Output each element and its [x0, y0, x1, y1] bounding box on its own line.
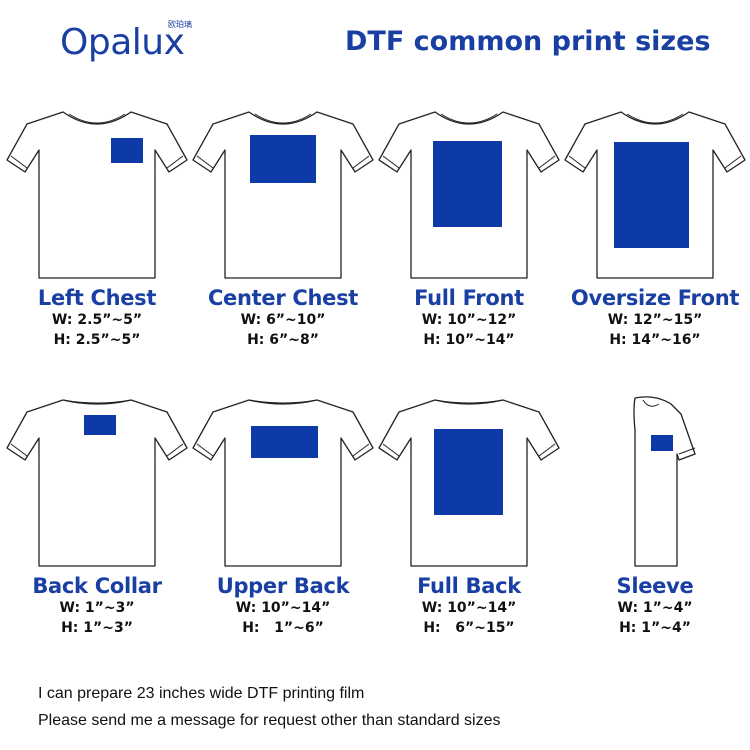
page-title: DTF common print sizes: [345, 26, 711, 57]
placement-height: H: 1”~4”: [619, 620, 691, 636]
placement-oversize-front: Oversize Front W: 12”~15” H: 14”~16”: [562, 102, 748, 350]
print-area-center-chest: [250, 135, 316, 183]
brand-subtitle: 欧珀璃: [168, 20, 192, 29]
placement-label: Upper Back: [216, 574, 350, 598]
print-area-full-back: [434, 429, 503, 515]
placement-height: H: 6”~15”: [423, 620, 515, 636]
front-tshirt-icon: [378, 111, 560, 279]
placement-width: W: 6”~10”: [240, 312, 326, 328]
placement-width: W: 2.5”~5”: [51, 312, 143, 328]
print-area-upper-back: [251, 426, 318, 458]
print-area-full-front: [433, 141, 502, 227]
placement-upper-back: Upper Back W: 10”~14” H: 1”~6”: [190, 390, 376, 638]
front-tshirt-icon: [192, 111, 374, 279]
placement-center-chest: Center Chest W: 6”~10” H: 6”~8”: [190, 102, 376, 350]
back-tshirt-icon: [192, 399, 374, 567]
print-area-oversize-front: [614, 142, 689, 248]
front-tshirt-icon: [6, 111, 188, 279]
brand-name: Opalux: [60, 22, 185, 63]
placement-back-collar: Back Collar W: 1”~3” H: 1”~3”: [4, 390, 190, 638]
placement-label: Back Collar: [32, 574, 162, 598]
print-area-sleeve: [651, 435, 673, 451]
placement-width: W: 1”~4”: [617, 600, 693, 616]
placement-label: Full Back: [417, 574, 521, 598]
placement-height: H: 14”~16”: [609, 332, 701, 348]
front-tshirt-icon: [564, 111, 746, 279]
placement-label: Left Chest: [37, 286, 157, 310]
back-tshirt-icon: [6, 399, 188, 567]
placement-height: H: 10”~14”: [423, 332, 515, 348]
placement-full-back: Full Back W: 10”~14” H: 6”~15”: [376, 390, 562, 638]
placement-width: W: 10”~12”: [421, 312, 517, 328]
side-tshirt-icon: [633, 396, 696, 567]
back-tshirt-icon: [378, 399, 560, 567]
placement-width: W: 12”~15”: [607, 312, 703, 328]
footer-custom-size-note: Please send me a message for request oth…: [38, 712, 501, 729]
placement-width: W: 10”~14”: [235, 600, 331, 616]
placement-full-front: Full Front W: 10”~12” H: 10”~14”: [376, 102, 562, 350]
placement-label: Full Front: [414, 286, 524, 310]
placement-sleeve: Sleeve W: 1”~4” H: 1”~4”: [562, 390, 748, 638]
placement-height: H: 1”~3”: [61, 620, 133, 636]
placement-left-chest: Left Chest W: 2.5”~5” H: 2.5”~5”: [4, 102, 190, 350]
placement-height: H: 2.5”~5”: [53, 332, 141, 348]
print-area-left-chest: [111, 138, 143, 163]
placement-label: Oversize Front: [570, 286, 740, 310]
placement-width: W: 10”~14”: [421, 600, 517, 616]
placement-label: Center Chest: [207, 286, 359, 310]
print-area-back-collar: [84, 415, 116, 435]
placement-label: Sleeve: [616, 574, 694, 598]
placement-height: H: 6”~8”: [247, 332, 319, 348]
placement-width: W: 1”~3”: [59, 600, 135, 616]
placement-height: H: 1”~6”: [242, 620, 324, 636]
footer-film-width-note: I can prepare 23 inches wide DTF printin…: [38, 685, 365, 702]
